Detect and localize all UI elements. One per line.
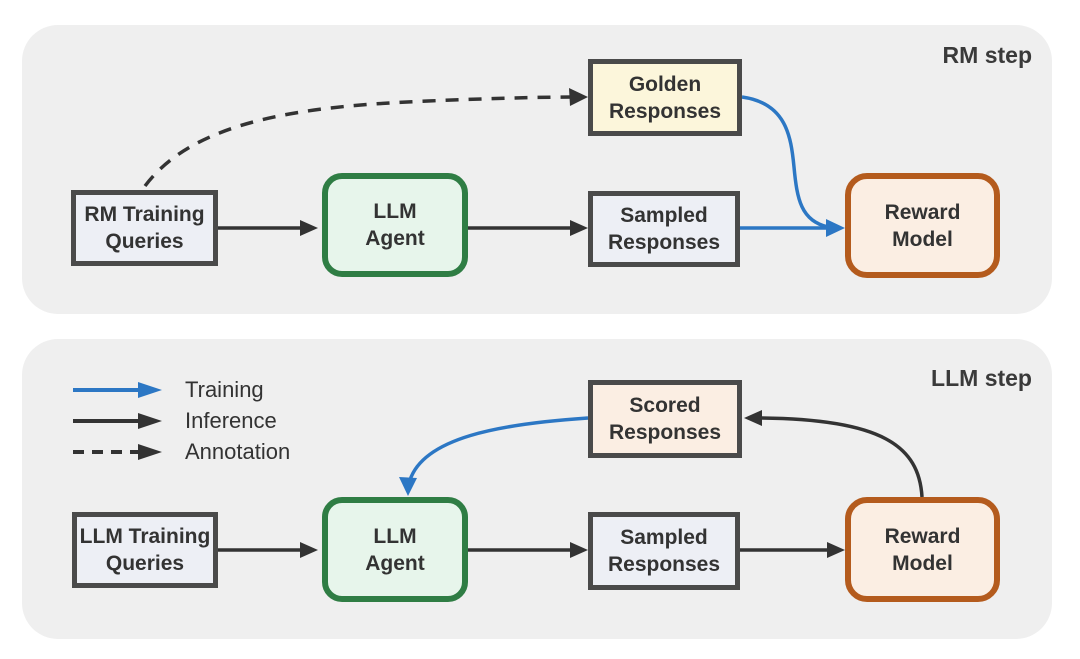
legend-item-inference: Inference (72, 408, 277, 434)
legend-item-annotation: Annotation (72, 439, 290, 465)
annotation-arrow-icon (73, 444, 162, 460)
node-scored-responses: Scored Responses (588, 380, 742, 458)
node-llm-training-queries: LLM Training Queries (72, 512, 218, 588)
node-golden-responses: Golden Responses (588, 59, 742, 136)
node-reward-model-rm: Reward Model (845, 173, 1000, 278)
node-reward-model-llm: Reward Model (845, 497, 1000, 602)
legend-item-training: Training (72, 377, 264, 403)
node-rm-training-queries: RM Training Queries (71, 190, 218, 266)
legend-label-annotation: Annotation (185, 439, 291, 464)
node-sampled-responses-llm: Sampled Responses (588, 512, 740, 590)
inference-arrow-icon (73, 413, 162, 429)
llm-step-title: LLM step (931, 365, 1032, 391)
node-llm-agent-llm: LLM Agent (322, 497, 468, 602)
node-sampled-responses-rm: Sampled Responses (588, 191, 740, 267)
rm-step-title: RM step (942, 42, 1032, 68)
legend-label-inference: Inference (185, 408, 277, 433)
node-llm-agent-rm: LLM Agent (322, 173, 468, 277)
legend-label-training: Training (185, 377, 264, 402)
training-arrow-icon (73, 382, 162, 398)
